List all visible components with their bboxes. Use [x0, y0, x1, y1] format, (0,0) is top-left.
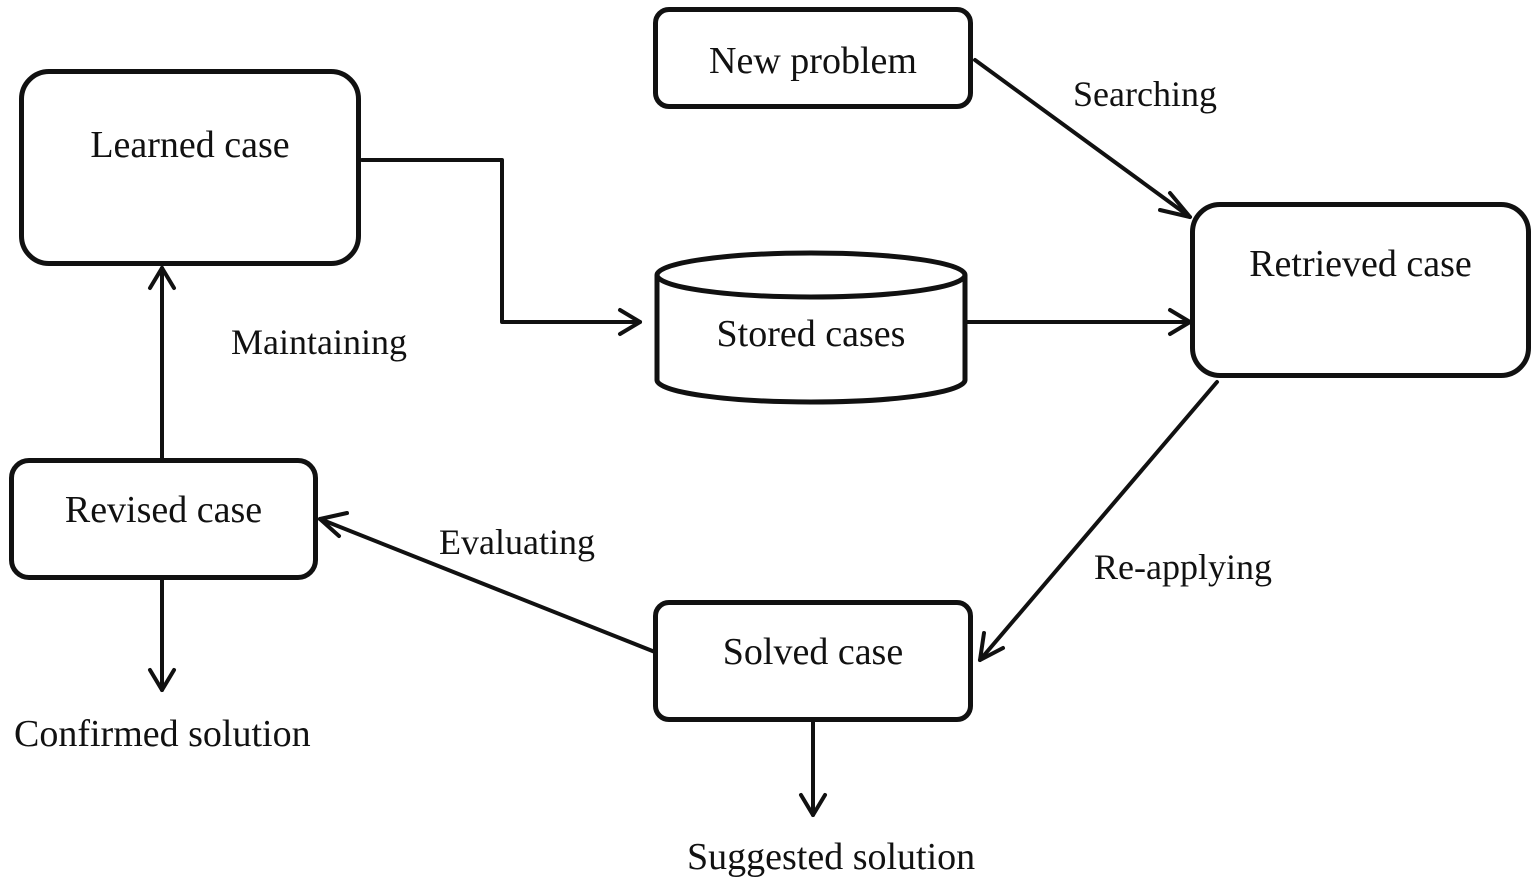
arrowhead-reapplying	[978, 631, 1005, 662]
arrowhead-learned-to-stored	[618, 308, 642, 336]
node-solved-case: Solved case	[653, 600, 973, 722]
arrowhead-to-suggested	[799, 793, 827, 817]
stored-cases-label: Stored cases	[716, 313, 906, 355]
cylinder-body	[654, 275, 968, 405]
output-suggested-solution: Suggested solution	[687, 836, 976, 878]
arrowhead-searching	[1158, 191, 1192, 219]
arrowhead-evaluating	[318, 511, 349, 538]
node-retrieved-case: Retrieved case	[1190, 202, 1531, 378]
edge-label-maintaining: Maintaining	[231, 322, 407, 362]
new-problem-label: New problem	[709, 40, 917, 82]
arrow-evaluating	[318, 517, 657, 654]
retrieved-case-label: Retrieved case	[1249, 243, 1472, 285]
output-confirmed-solution: Confirmed solution	[14, 713, 311, 755]
solved-case-label: Solved case	[722, 631, 904, 673]
arrow-searching	[973, 58, 1192, 219]
learned-case-label: Learned case	[90, 124, 290, 166]
node-new-problem: New problem	[653, 7, 973, 109]
cylinder-top	[654, 250, 968, 300]
node-learned-case: Learned case	[19, 69, 361, 266]
node-revised-case: Revised case	[9, 458, 318, 580]
edge-label-evaluating: Evaluating	[439, 522, 595, 562]
revised-case-label: Revised case	[64, 489, 263, 531]
arrow-learned-to-stored	[360, 158, 642, 324]
stored-cases-cylinder	[654, 250, 968, 405]
arrowhead-to-confirmed	[148, 668, 176, 692]
arrowhead-maintaining	[148, 266, 176, 290]
edge-label-searching: Searching	[1073, 74, 1217, 114]
edge-label-reapplying: Re-applying	[1094, 547, 1272, 587]
arrow-reapplying	[978, 380, 1219, 662]
